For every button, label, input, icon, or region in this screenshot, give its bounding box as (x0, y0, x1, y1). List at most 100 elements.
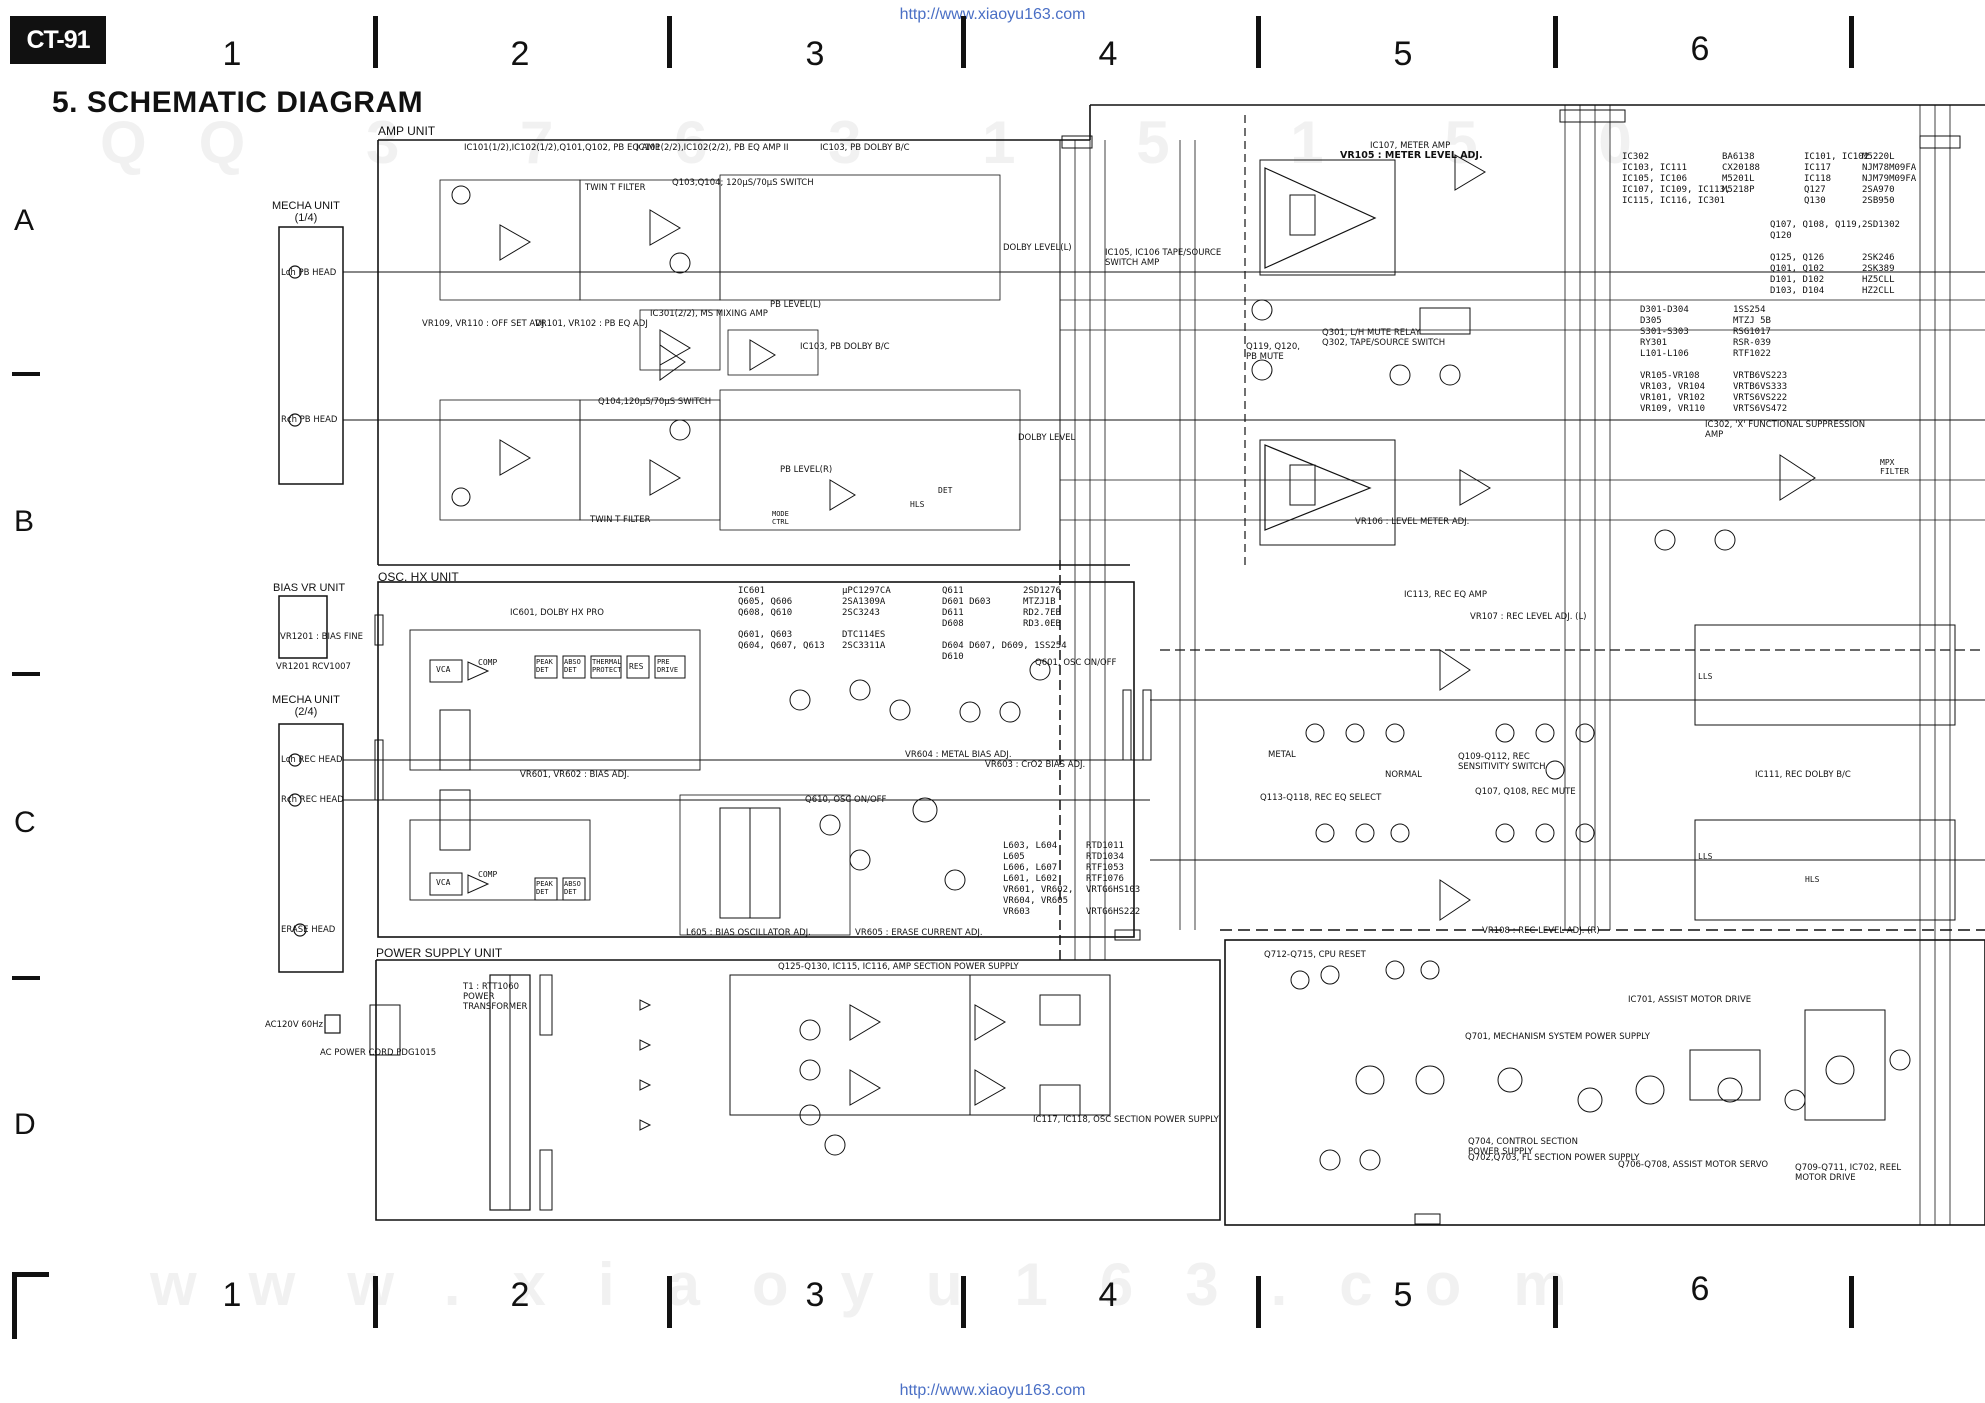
column-divider-tick (1553, 16, 1558, 68)
parts-entry: IC118 (1804, 174, 1832, 184)
parts-entry: VR101, VR102 (1640, 393, 1706, 403)
q706-assist-servo-label: Q706-Q708, ASSIST MOTOR SERVO (1618, 1160, 1769, 1170)
parts-entry: HZ5CLL (1862, 275, 1895, 285)
parts-entry: VRTB6VS333 (1733, 382, 1788, 392)
parts-entry (942, 630, 1067, 641)
parts-entry: NJM78M09FA (1862, 163, 1917, 173)
row-divider-tick (12, 672, 40, 676)
vca-block-label: VCA (436, 665, 451, 674)
parts-entry: 2SK389 (1862, 264, 1895, 274)
column-divider-tick (961, 16, 966, 68)
q709-reel-motor-label: Q709-Q711, IC702, REEL MOTOR DRIVE (1795, 1163, 1902, 1183)
parts-entry: VRTG6HS103 (1086, 885, 1141, 895)
parts-entry: Q608, Q610 (738, 608, 793, 618)
vr1201-label: VR1201 RCV1007 (276, 662, 351, 672)
vr601-bias-adj-label: VR601, VR602 : BIAS ADJ. (520, 770, 630, 780)
parts-entry: RTD1034 (1086, 852, 1124, 862)
parts-entry: 1SS254 (1733, 305, 1766, 315)
parts-entry (1086, 896, 1140, 907)
peak-det-block-b-label: PEAK DET (536, 880, 553, 896)
ic105-switch-amp-label: IC105, IC106 TAPE/SOURCE SWITCH AMP (1105, 248, 1222, 268)
rch-pb-head-label: Rch PB HEAD (281, 415, 338, 425)
parts-entry: D608 (942, 619, 964, 629)
parts-entry: IC101, IC102 (1804, 152, 1870, 162)
parts-entry: L101-L106 (1640, 349, 1689, 359)
parts-entry: L603, L604 (1003, 841, 1058, 851)
q107-rec-mute-label: Q107, Q108, REC MUTE (1475, 787, 1576, 797)
parts-entry: D305 (1640, 316, 1662, 326)
parts-entry: IC601 (738, 586, 766, 596)
bias-vr-unit-title: BIAS VR UNIT (273, 582, 346, 594)
column-number-top: 2 (510, 35, 530, 73)
twin-t-filter-label: TWIN T FILTER (585, 183, 646, 193)
parts-entry (1640, 360, 1705, 371)
q302-switch-label: Q302, TAPE/SOURCE SWITCH (1322, 338, 1446, 348)
pb-eq-amp-label: IC101(1/2),IC102(1/2),Q101,Q102, PB EQ A… (464, 143, 660, 153)
dolby-level-r-label: DOLBY LEVEL (1018, 433, 1076, 443)
parts-entry: IC117 (1804, 163, 1832, 173)
parts-entry: D301-D304 (1640, 305, 1689, 315)
parts-entry: Q604, Q607, Q613 (738, 641, 825, 651)
crop-corner-mark (12, 1272, 49, 1339)
parts-entry: Q611 (942, 586, 964, 596)
parts-entry: RSG1017 (1733, 327, 1771, 337)
dolby-level-l-label: DOLBY LEVEL(L) (1003, 243, 1072, 253)
row-letter: D (14, 1108, 36, 1141)
parts-entry: Q101, Q102 (1770, 264, 1825, 274)
parts-entry: S301-S303 (1640, 327, 1689, 337)
metal-label: METAL (1268, 750, 1296, 760)
parts-entry (842, 619, 891, 630)
vr105-meter-level-label: VR105 : METER LEVEL ADJ. (1340, 150, 1483, 161)
parts-entry: VRTS6VS472 (1733, 404, 1788, 414)
parts-entry: RD3.0EB (1023, 619, 1061, 629)
parts-entry: 2SB950 (1862, 196, 1895, 206)
ms-mixing-amp-label: IC301(2/2), MS MIXING AMP (650, 309, 768, 319)
vr107-rec-level-label: VR107 : REC LEVEL ADJ. (L) (1470, 612, 1587, 622)
column-divider-tick (1256, 1276, 1261, 1328)
parts-entry: RD2.7EB (1023, 608, 1061, 618)
ic113-rec-eq-label: IC113, REC EQ AMP (1404, 590, 1488, 600)
comp-block-label: COMP (478, 658, 498, 667)
parts-entry: VR109, VR110 (1640, 404, 1706, 414)
column-divider-tick (667, 16, 672, 68)
vr108-rec-level-label: VR108 : REC LEVEL ADJ. (R) (1482, 926, 1600, 936)
ic302-suppression-label: IC302, 'X' FUNCTIONAL SUPPRESSION AMP (1705, 420, 1866, 440)
abso-det-block-label: ABSO DET (564, 658, 581, 674)
power-transformer-label: T1 : RTT1060 POWER TRANSFORMER (463, 982, 528, 1012)
parts-entry: D611 (942, 608, 964, 618)
cpu-reset-label: Q712-Q715, CPU RESET (1264, 950, 1366, 960)
parts-entry: L601, L602 (1003, 874, 1058, 884)
q103-switch-label: Q103,Q104; 120µS/70µS SWITCH (672, 178, 814, 188)
parts-entry: Q125, Q126 (1770, 253, 1825, 263)
q113-rec-eq-select-label: Q113-Q118, REC EQ SELECT (1260, 793, 1382, 803)
abso-det-block-b-label: ABSO DET (564, 880, 581, 896)
parts-entry: IC302 (1622, 152, 1650, 162)
normal-label: NORMAL (1385, 770, 1422, 780)
vr603-cro2-bias-label: VR603 : CrO2 BIAS ADJ. (985, 760, 1086, 770)
parts-entry: M5218P (1722, 185, 1755, 195)
vr106-level-meter-label: VR106 : LEVEL METER ADJ. (1355, 517, 1470, 527)
column-number-top: 3 (805, 35, 825, 73)
ic103-dolby-b-label: IC103, PB DOLBY B/C (800, 342, 890, 352)
column-divider-tick (373, 16, 378, 68)
parts-entry: BA6138 (1722, 152, 1755, 162)
pb-eq-amp2-label: IC101(2/2),IC102(2/2), PB EQ AMP II (636, 143, 789, 153)
column-divider-tick (1256, 16, 1261, 68)
column-number-top: 1 (222, 35, 242, 73)
column-divider-tick (667, 1276, 672, 1328)
lls-block-b-label: LLS (1698, 852, 1713, 861)
hls-block-b-label: HLS (1805, 875, 1820, 884)
lch-pb-head-label: Lch PB HEAD (281, 268, 337, 278)
row-divider-tick (12, 976, 40, 980)
peak-det-block-label: PEAK DET (536, 658, 553, 674)
parts-entry: VR603 (1003, 907, 1031, 917)
parts-entry: Q127 (1804, 185, 1826, 195)
parts-entry: VRTB6VS223 (1733, 371, 1788, 381)
parts-entry: CX20188 (1722, 163, 1760, 173)
thermal-protect-block-label: THERMAL PROTECT (592, 658, 622, 674)
